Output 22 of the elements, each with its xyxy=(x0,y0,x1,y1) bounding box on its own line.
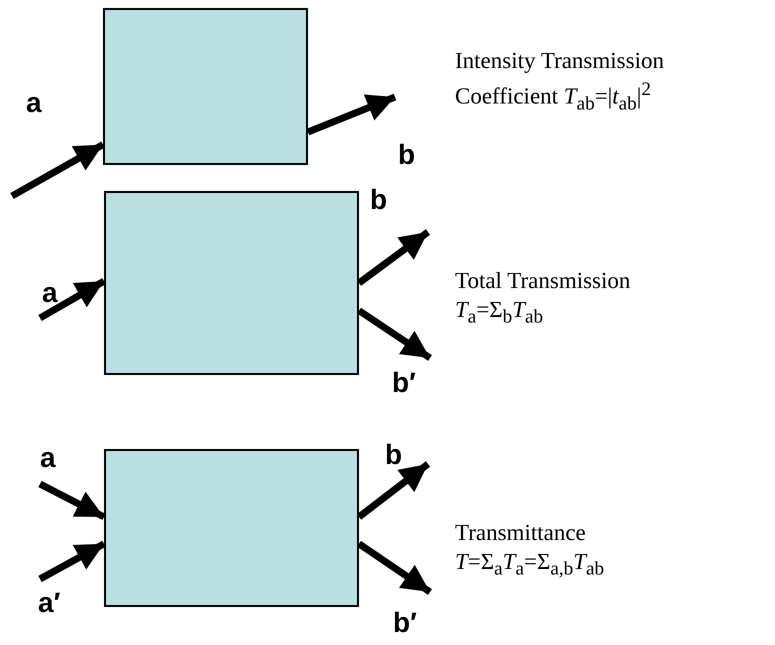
formula-caption: Transmittance T=Σ$_{a}$T$_{a}$=Σ$_{a,b}$T$_{ab}$ xyxy=(455,519,606,582)
edge-label: b′ xyxy=(393,608,417,638)
arrow xyxy=(38,480,106,520)
arrow xyxy=(10,142,105,200)
edge-label: a xyxy=(26,88,42,118)
edge-label: b xyxy=(385,440,402,470)
arrow xyxy=(357,540,432,595)
edge-label: a′ xyxy=(38,588,60,618)
arrow xyxy=(306,94,396,136)
formula-caption: Total Transmission T$_{a}$=Σ$_{b}$T$_{ab}$ xyxy=(455,267,632,330)
scattering-box xyxy=(104,449,359,607)
edge-label: b′ xyxy=(392,368,416,398)
edge-label: a xyxy=(42,278,58,308)
arrow xyxy=(357,308,432,361)
edge-label: a xyxy=(40,443,56,473)
edge-label: b xyxy=(398,140,416,170)
scattering-box xyxy=(104,191,359,375)
formula-caption: Intensity Transmission Coefficient T$_{ab}$=|t$_{ab}$|$^{2}$ xyxy=(455,47,665,116)
scattering-box xyxy=(103,8,308,165)
arrow xyxy=(38,278,106,322)
arrow xyxy=(38,540,106,582)
edge-label: b xyxy=(370,185,388,215)
